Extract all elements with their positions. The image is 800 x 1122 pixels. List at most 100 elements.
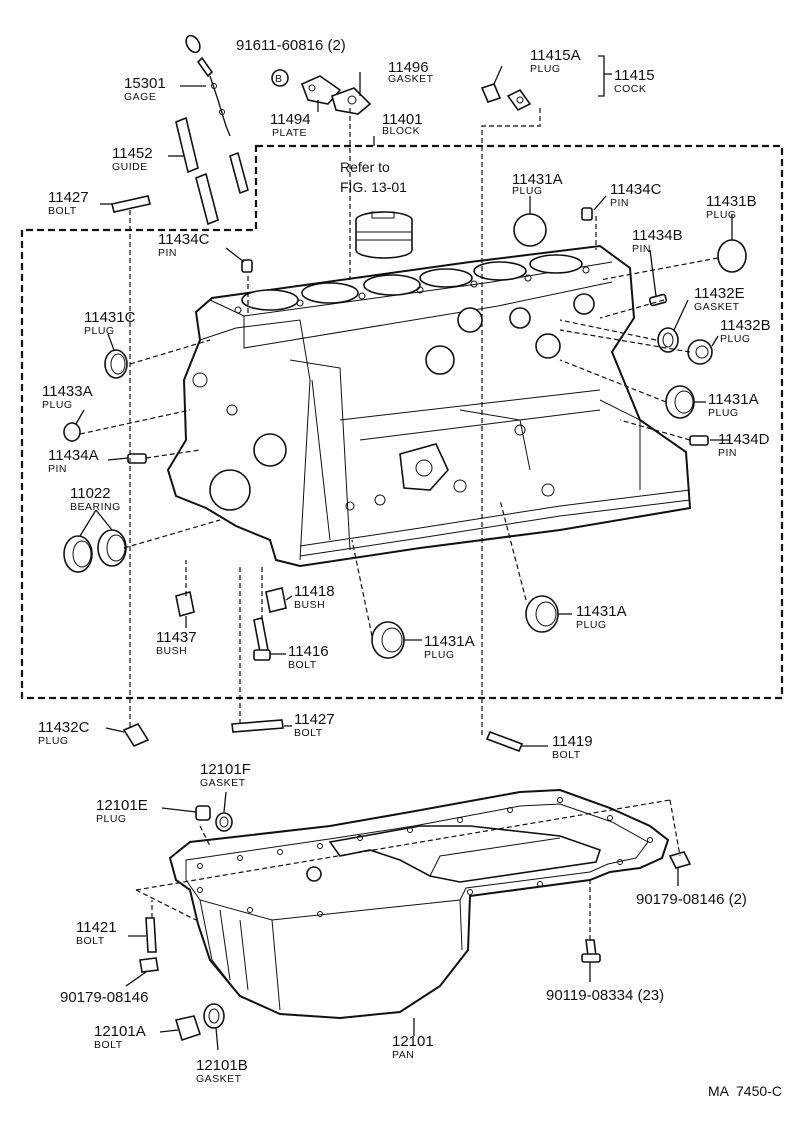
reference-note: Refer to FIG. 13-01 (340, 159, 407, 195)
plug-11431A-bottom-right[interactable] (525, 595, 559, 633)
bush-11418[interactable] (265, 587, 287, 613)
svg-text:12101B: 12101B (196, 1057, 248, 1074)
svg-text:PIN: PIN (158, 247, 177, 259)
svg-text:B: B (275, 73, 283, 85)
stud-bolt-11427-bottom[interactable] (231, 719, 284, 733)
svg-text:Refer to: Refer to (340, 159, 390, 175)
stud-bolt-11419[interactable] (485, 730, 524, 753)
gasket-11432E[interactable] (657, 327, 679, 353)
callout-11432C: 11432C PLUG (38, 719, 90, 747)
gasket-12101F[interactable] (215, 812, 233, 832)
pin-11434C-right[interactable] (581, 207, 593, 221)
svg-text:PLUG: PLUG (706, 209, 737, 221)
bolt-90119[interactable] (581, 939, 601, 963)
nut-90179-right[interactable] (668, 851, 692, 869)
pin-11434C-left[interactable] (241, 259, 253, 273)
callout-11432B: 11432B PLUG (720, 317, 771, 345)
callout-11431A-bottom-right: 11431A PLUG (576, 603, 627, 631)
callout-91611: 91611-60816 (2) B (236, 37, 346, 85)
gage-guide[interactable] (175, 116, 249, 226)
svg-text:11434B: 11434B (632, 227, 683, 244)
engine-block[interactable] (166, 244, 692, 568)
svg-text:BOLT: BOLT (552, 749, 581, 761)
svg-text:11427: 11427 (48, 189, 89, 206)
svg-text:11494: 11494 (270, 111, 311, 128)
callout-11434B: 11434B PIN (632, 227, 683, 255)
callout-11022: 11022 BEARING (70, 485, 121, 513)
svg-text:11437: 11437 (156, 629, 197, 646)
callout-15301: 15301 GAGE (124, 75, 166, 103)
callout-12101B: 12101B GASKET (196, 1057, 248, 1085)
stud-bolt-11421[interactable] (145, 917, 157, 953)
svg-text:12101A: 12101A (94, 1023, 146, 1040)
callout-11421: 11421 BOLT (76, 919, 117, 947)
svg-text:BOLT: BOLT (48, 205, 77, 217)
pin-11434B[interactable] (648, 293, 668, 307)
callout-11437: 11437 BUSH (156, 629, 197, 657)
callout-90179-left: 90179-08146 (60, 989, 148, 1006)
oil-pan[interactable] (168, 788, 670, 1020)
plug-12101E[interactable] (195, 805, 211, 821)
callout-11419: 11419 BOLT (552, 733, 593, 761)
svg-text:11496: 11496 (388, 59, 429, 76)
pin-11434A[interactable] (127, 453, 147, 464)
callout-12101F: 12101F GASKET (200, 761, 251, 789)
svg-text:11432E: 11432E (694, 285, 745, 302)
callout-11432E: 11432E GASKET (694, 285, 745, 313)
callout-11418: 11418 BUSH (294, 583, 335, 611)
callout-90119: 90119-08334 (23) (546, 987, 664, 1004)
callout-11415A: 11415A PLUG (530, 47, 581, 75)
svg-text:90179-08146 (2): 90179-08146 (2) (636, 891, 747, 908)
bolt-b-symbol (271, 69, 289, 87)
svg-text:BOLT: BOLT (76, 935, 105, 947)
nut-90179-left[interactable] (139, 957, 159, 973)
block-assembly-boundary (20, 144, 784, 700)
gasket-12101B[interactable] (203, 1003, 225, 1029)
svg-text:11452: 11452 (112, 145, 153, 162)
svg-text:BEARING: BEARING (70, 501, 121, 513)
bolt-11416[interactable] (253, 617, 271, 661)
svg-text:GASKET: GASKET (200, 777, 246, 789)
svg-text:PLUG: PLUG (720, 333, 751, 345)
plug-11431A-bottom-center[interactable] (371, 621, 405, 659)
plug-11415A[interactable] (480, 83, 532, 112)
piston-reference (355, 211, 413, 259)
svg-text:11418: 11418 (294, 583, 335, 600)
svg-text:BLOCK: BLOCK (382, 125, 420, 137)
svg-text:91611-60816 (2): 91611-60816 (2) (236, 37, 346, 54)
callout-11494: 11494 PLATE (270, 111, 311, 139)
svg-text:90119-08334 (23): 90119-08334 (23) (546, 987, 664, 1004)
bearing-11022[interactable] (63, 529, 127, 573)
callout-11434A: 11434A PIN (48, 447, 99, 475)
svg-text:BOLT: BOLT (294, 727, 323, 739)
plug-11431A-right[interactable] (665, 385, 695, 419)
svg-text:12101F: 12101F (200, 761, 251, 778)
plug-11431C[interactable] (104, 349, 128, 379)
svg-text:12101: 12101 (392, 1033, 434, 1050)
svg-text:GAGE: GAGE (124, 91, 156, 103)
callout-11427-top: 11427 BOLT (48, 189, 89, 217)
svg-text:PLUG: PLUG (708, 407, 739, 419)
svg-text:11434C: 11434C (610, 181, 662, 198)
pin-11434D[interactable] (689, 435, 709, 446)
callout-11496: 11496 GASKET (388, 59, 433, 85)
callout-12101E: 12101E PLUG (96, 797, 148, 825)
svg-text:COCK: COCK (614, 83, 646, 95)
assembly-dashed-lines (79, 108, 719, 940)
stud-bolt-11427-top[interactable] (111, 195, 151, 213)
plug-11431B[interactable] (717, 239, 747, 273)
gage-dipstick[interactable] (183, 33, 231, 137)
svg-text:11401: 11401 (382, 111, 423, 128)
plug-11432C[interactable] (122, 722, 150, 748)
plug-11432B[interactable] (687, 339, 713, 365)
drain-bolt-12101A[interactable] (174, 1015, 202, 1042)
callout-11431B: 11431B PLUG (706, 193, 757, 221)
svg-text:11421: 11421 (76, 919, 117, 936)
svg-text:PIN: PIN (48, 463, 67, 475)
bush-11437[interactable] (175, 590, 195, 618)
plug-11433A[interactable] (63, 422, 81, 442)
plug-11431A-top[interactable] (513, 213, 547, 247)
svg-text:11431A: 11431A (424, 633, 475, 650)
svg-text:11434D: 11434D (718, 431, 770, 448)
